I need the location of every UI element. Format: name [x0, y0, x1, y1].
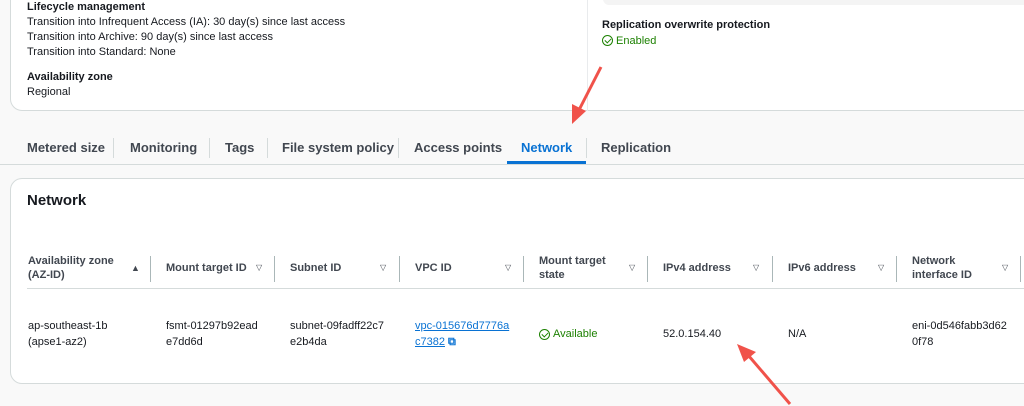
tab-divider: [398, 138, 399, 158]
sort-icon[interactable]: ▽: [878, 263, 885, 272]
column-resizer[interactable]: [647, 256, 648, 282]
external-link-icon[interactable]: ⧉: [448, 336, 456, 348]
sort-icon[interactable]: ▽: [753, 263, 760, 272]
az-label: Availability zone: [27, 71, 113, 83]
cell-mount-target-id: fsmt-01297b92eade7dd6d: [166, 320, 258, 348]
cell-eni: eni-0d546fabb3d620f78: [912, 320, 1007, 348]
rop-status: Enabled: [602, 35, 656, 47]
az-value: Regional: [27, 86, 71, 98]
cell-state: Available: [539, 310, 639, 358]
cell-subnet-id: subnet-09fadff22c7e2b4da: [290, 320, 384, 348]
col-header-vpc-id[interactable]: VPC ID: [415, 262, 452, 274]
tab-bar: Metered size Monitoring Tags File system…: [0, 130, 1024, 165]
column-resizer[interactable]: [150, 256, 151, 282]
network-title: Network: [27, 192, 87, 209]
lifecycle-archive: Transition into Archive: 90 day(s) since…: [27, 31, 273, 43]
col-header-ipv4[interactable]: IPv4 address: [663, 262, 731, 274]
info-box: [603, 0, 1024, 5]
rop-label: Replication overwrite protection: [602, 19, 771, 31]
arrow-to-network-tab: [572, 66, 603, 124]
network-card: [10, 178, 1024, 384]
cell-vpc-id: vpc-015676d7776ac7382 ⧉: [415, 310, 511, 358]
tab-file-system-policy[interactable]: File system policy: [282, 140, 394, 155]
rop-value: Enabled: [616, 35, 657, 47]
tab-metered-size[interactable]: Metered size: [27, 140, 106, 155]
cell-az: ap-southeast-1b (apse1-az2): [28, 320, 108, 348]
header-divider: [27, 288, 1024, 289]
col-header-az[interactable]: Availability zone (AZ-ID): [28, 255, 114, 281]
tab-divider: [586, 138, 587, 158]
check-circle-icon: [602, 35, 613, 46]
column-resizer[interactable]: [896, 256, 897, 282]
lifecycle-ia: Transition into Infrequent Access (IA): …: [27, 16, 346, 28]
col-header-state[interactable]: Mount target state: [539, 255, 606, 281]
tab-divider: [267, 138, 268, 158]
sort-icon[interactable]: ▽: [505, 263, 512, 272]
file-system-summary-card: [10, 0, 1024, 111]
tab-network[interactable]: Network: [521, 140, 573, 155]
sort-icon[interactable]: ▽: [380, 263, 387, 272]
arrow-to-ipv4: [737, 344, 792, 405]
vpc-link[interactable]: vpc-015676d7776ac7382: [415, 320, 510, 348]
tab-monitoring[interactable]: Monitoring: [130, 140, 198, 155]
active-tab-indicator: [507, 161, 586, 164]
tab-divider: [209, 138, 210, 158]
col-header-ipv6[interactable]: IPv6 address: [788, 262, 856, 274]
sort-icon[interactable]: ▽: [1002, 263, 1009, 272]
lifecycle-standard: Transition into Standard: None: [27, 46, 176, 58]
column-resizer[interactable]: [523, 256, 524, 282]
tab-access-points[interactable]: Access points: [414, 140, 503, 155]
col-header-mount-target-id[interactable]: Mount target ID: [166, 262, 247, 274]
check-circle-icon: [539, 328, 550, 340]
sort-icon[interactable]: ▽: [256, 263, 263, 272]
lifecycle-label: Lifecycle management: [27, 1, 145, 13]
tab-replication[interactable]: Replication: [601, 140, 672, 155]
column-resizer[interactable]: [1020, 256, 1021, 282]
tab-divider: [113, 138, 114, 158]
col-header-subnet-id[interactable]: Subnet ID: [290, 262, 342, 274]
column-resizer[interactable]: [772, 256, 773, 282]
state-value: Available: [553, 328, 598, 340]
tab-tags[interactable]: Tags: [225, 140, 255, 155]
column-divider: [587, 0, 588, 111]
sort-icon[interactable]: ▽: [629, 263, 636, 272]
sort-ascending-icon[interactable]: ▲: [131, 263, 140, 273]
col-header-eni[interactable]: Network interface ID: [912, 255, 972, 281]
cell-ipv6: N/A: [788, 328, 807, 340]
cell-ipv4: 52.0.154.40: [663, 328, 722, 340]
column-resizer[interactable]: [274, 256, 275, 282]
column-resizer[interactable]: [399, 256, 400, 282]
